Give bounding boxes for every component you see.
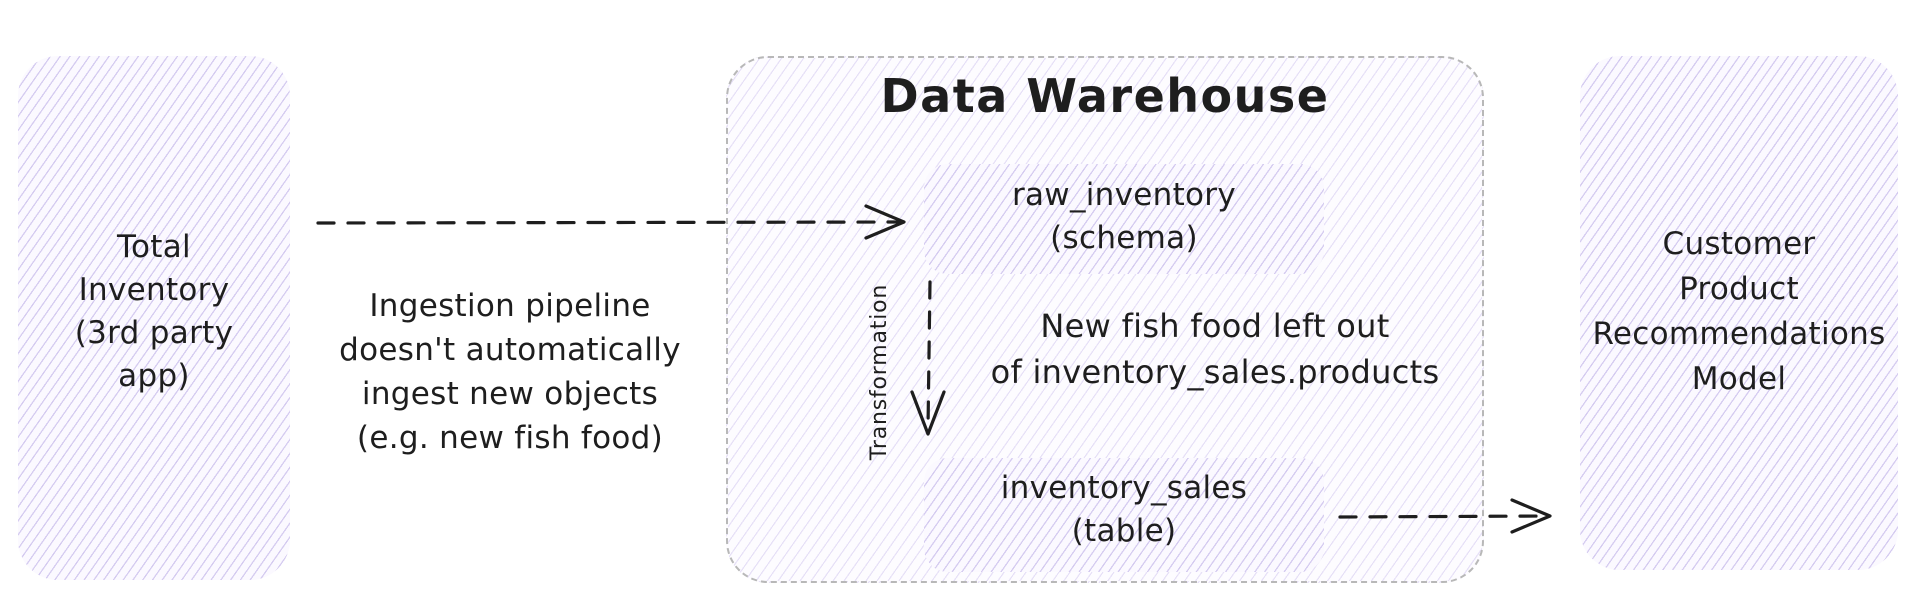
raw-inventory-box [924,164,1324,274]
data-warehouse-title: Data Warehouse [880,69,1330,123]
inventory-sales-label: inventory_sales (table) [1000,470,1248,549]
raw-inventory-label: raw_inventory (schema) [1011,177,1237,256]
source-system-label: Total Inventory (3rd party app) [74,229,234,394]
output-arrow-head [1510,498,1552,534]
missing-data-note: New fish food left out of inventory_sale… [990,307,1440,391]
ingestion-arrow-head [864,204,906,240]
source-system-box [18,56,290,580]
transformation-label: Transformation [867,283,892,461]
transformation-arrow-head [910,390,946,436]
output-arrow [1338,514,1550,519]
inventory-sales-box [924,458,1324,572]
ingestion-arrow [316,220,902,225]
transformation-arrow [926,280,932,430]
recommendation-model-label: Customer Product Recommendations Model [1592,226,1886,397]
data-warehouse-box [726,56,1484,583]
ingestion-pipeline-label: Ingestion pipeline doesn't automatically… [339,288,681,456]
recommendation-model-box [1580,56,1898,570]
